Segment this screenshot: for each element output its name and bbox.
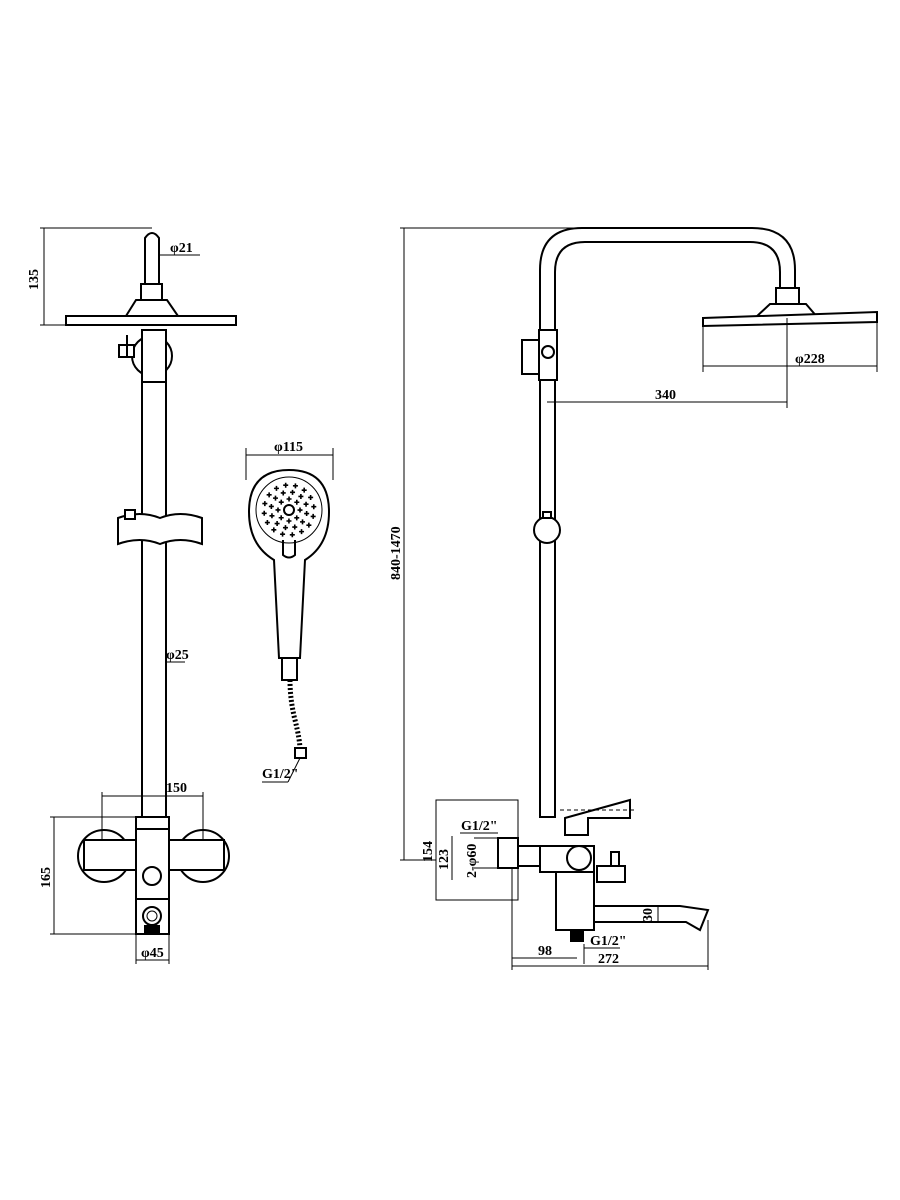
nozzle: [297, 507, 303, 513]
dim-arm-reach: 340: [655, 388, 676, 403]
side-spout-body: [555, 871, 595, 931]
front-rail: [141, 381, 167, 818]
hose-thread-leader: [287, 757, 301, 783]
side-rail: [539, 379, 556, 818]
nozzle: [280, 490, 286, 496]
nozzle: [264, 520, 270, 526]
dim-spout-reach: 272: [598, 952, 619, 967]
nozzle: [311, 504, 317, 510]
side-view: 840-1470 φ228 340 G1/2" 154 123 2-φ60 30…: [389, 227, 878, 970]
front-slider-knob: [124, 509, 136, 520]
side-arm-outer: [539, 227, 796, 340]
front-mixer-collar: [135, 816, 170, 830]
nozzle: [286, 496, 292, 502]
hand-shower-view: φ115 G1/2": [245, 440, 334, 783]
nozzle: [294, 515, 300, 521]
front-view: 135 φ21 φ25 150 165 φ45: [27, 227, 237, 964]
hand-shower-hose: [287, 679, 303, 751]
dim-hand-shower-diameter: φ115: [274, 440, 303, 455]
nozzle: [298, 493, 304, 499]
hand-shower-center: [283, 504, 295, 516]
front-head-top: [124, 299, 180, 317]
side-shower-head: [702, 310, 878, 328]
side-arm-nut: [775, 287, 800, 305]
nozzle: [282, 525, 288, 531]
front-shower-head: [65, 315, 237, 326]
hand-shower-face: [255, 476, 323, 544]
nozzle: [261, 510, 267, 516]
side-mixer-lever: [596, 865, 626, 883]
nozzle: [303, 501, 309, 507]
nozzle: [304, 511, 310, 517]
side-slider-knob: [542, 511, 552, 519]
hand-shower-nozzles: [261, 482, 317, 538]
nozzle: [278, 499, 284, 505]
dim-arm-height: 135: [27, 269, 42, 290]
dim-total-height: 840-1470: [389, 526, 404, 580]
nozzle: [269, 513, 275, 519]
dim-wall-depth: 154: [421, 841, 436, 862]
nozzle: [306, 522, 312, 528]
side-diverter-knob: [521, 339, 540, 375]
hand-shower-button: [282, 540, 296, 559]
side-arm-inner: [554, 241, 781, 340]
dim-rail-diameter: φ25: [166, 648, 189, 663]
front-outlet-inner: [146, 910, 158, 922]
dim-wall-thread: G1/2": [461, 819, 498, 834]
nozzle: [274, 521, 280, 527]
nozzle: [301, 487, 307, 493]
nozzle: [292, 483, 298, 489]
nozzle: [292, 524, 298, 530]
dim-mixer-width: 150: [166, 781, 187, 796]
dim-cover-diameter: 2-φ60: [465, 844, 480, 878]
dim-head-diameter: φ228: [795, 352, 825, 367]
side-slider: [533, 516, 561, 544]
dim-spout-height: 30: [641, 908, 656, 922]
front-slider: [117, 513, 203, 546]
dim-outlet-thread: G1/2": [590, 934, 627, 949]
front-mixer-handle: [142, 866, 162, 886]
nozzle: [262, 501, 268, 507]
front-arm: [144, 232, 160, 285]
nozzle: [294, 499, 300, 505]
side-mixer-pin: [610, 851, 620, 867]
side-eccentric-pipe: [517, 845, 541, 867]
hand-shower-hose-end: [294, 747, 307, 759]
nozzle: [300, 519, 306, 525]
side-eccentric-nut: [497, 837, 519, 869]
nozzle: [275, 507, 281, 513]
side-diverter-screw: [541, 345, 555, 359]
front-outlet-nut: [142, 906, 162, 926]
nozzle: [272, 495, 278, 501]
side-mixer-handle-top: [564, 798, 631, 836]
nozzle: [308, 494, 314, 500]
nozzle: [289, 532, 295, 538]
nozzle: [280, 531, 286, 537]
front-outlet-thread: [144, 925, 160, 934]
side-spout: [593, 905, 710, 932]
nozzle: [266, 492, 272, 498]
dim-arm-diameter: φ21: [170, 241, 193, 256]
front-arm-nut: [140, 283, 163, 301]
dim-mixer-height: 165: [39, 867, 54, 888]
front-diverter-body: [141, 329, 167, 383]
dim-hose-thread: G1/2": [262, 767, 299, 782]
nozzle: [290, 489, 296, 495]
hand-shower-body: [247, 468, 331, 659]
nozzle: [299, 529, 305, 535]
side-mixer-knob: [566, 845, 592, 871]
nozzle: [268, 503, 274, 509]
side-outlet-thread: [570, 930, 584, 942]
dim-outlet-diameter: φ45: [141, 946, 164, 961]
nozzle: [283, 482, 289, 488]
nozzle: [286, 518, 292, 524]
nozzle: [273, 485, 279, 491]
nozzle: [310, 513, 316, 519]
nozzle: [271, 527, 277, 533]
dim-depth-to-outlet: 98: [538, 944, 552, 959]
hand-shower-hose-nut: [281, 657, 298, 681]
dim-eccentric-height: 123: [437, 849, 452, 870]
nozzle: [278, 515, 284, 521]
